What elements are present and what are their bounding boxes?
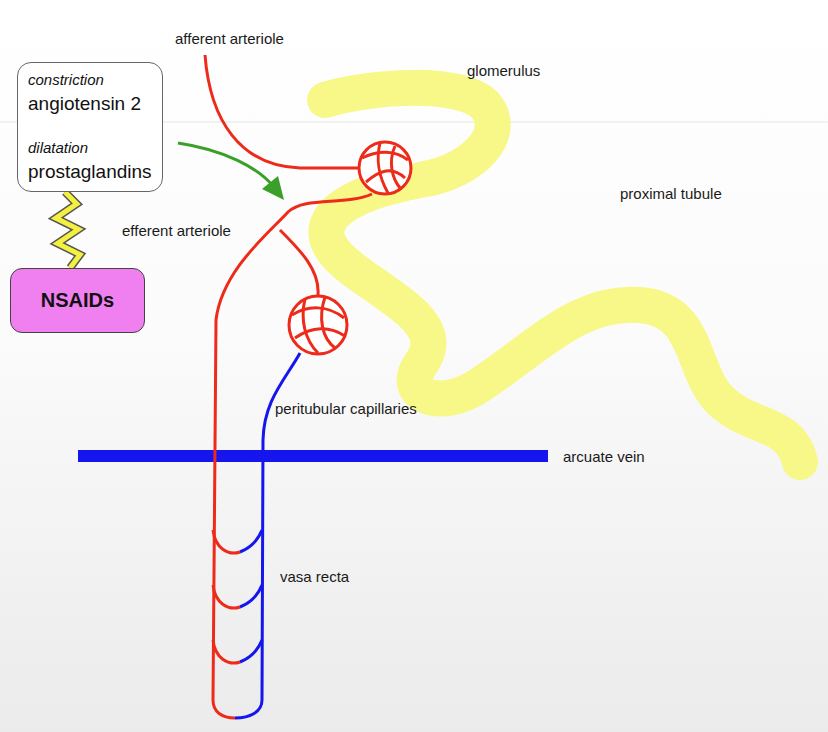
node-text: NSAIDs: [41, 289, 114, 312]
part-label: afferent arteriole: [175, 30, 284, 47]
node-text: angiotensin 2: [28, 93, 152, 115]
part-label: arcuate vein: [563, 448, 645, 465]
green-arrow: [178, 143, 273, 186]
part-label: vasa recta: [280, 568, 349, 585]
glomerulus-ball: [359, 142, 411, 194]
part-label: peritubular capillaries: [275, 400, 417, 417]
part-label: efferent arteriole: [122, 222, 231, 239]
node-text: constriction: [28, 71, 152, 88]
green-arrowhead: [262, 176, 284, 200]
lightning-connector: [56, 192, 80, 268]
node-text: dilatation: [28, 139, 152, 156]
node-text: prostaglandins: [28, 161, 152, 183]
capillary-ball: [289, 296, 347, 354]
drug-box: NSAIDs: [10, 268, 145, 333]
effect-box: constriction angiotensin 2 dilatation prost…: [17, 62, 163, 192]
part-label: glomerulus: [467, 62, 540, 79]
arcuate-vein-line: [78, 450, 548, 462]
part-label: proximal tubule: [620, 185, 722, 202]
vessels: [205, 55, 372, 718]
